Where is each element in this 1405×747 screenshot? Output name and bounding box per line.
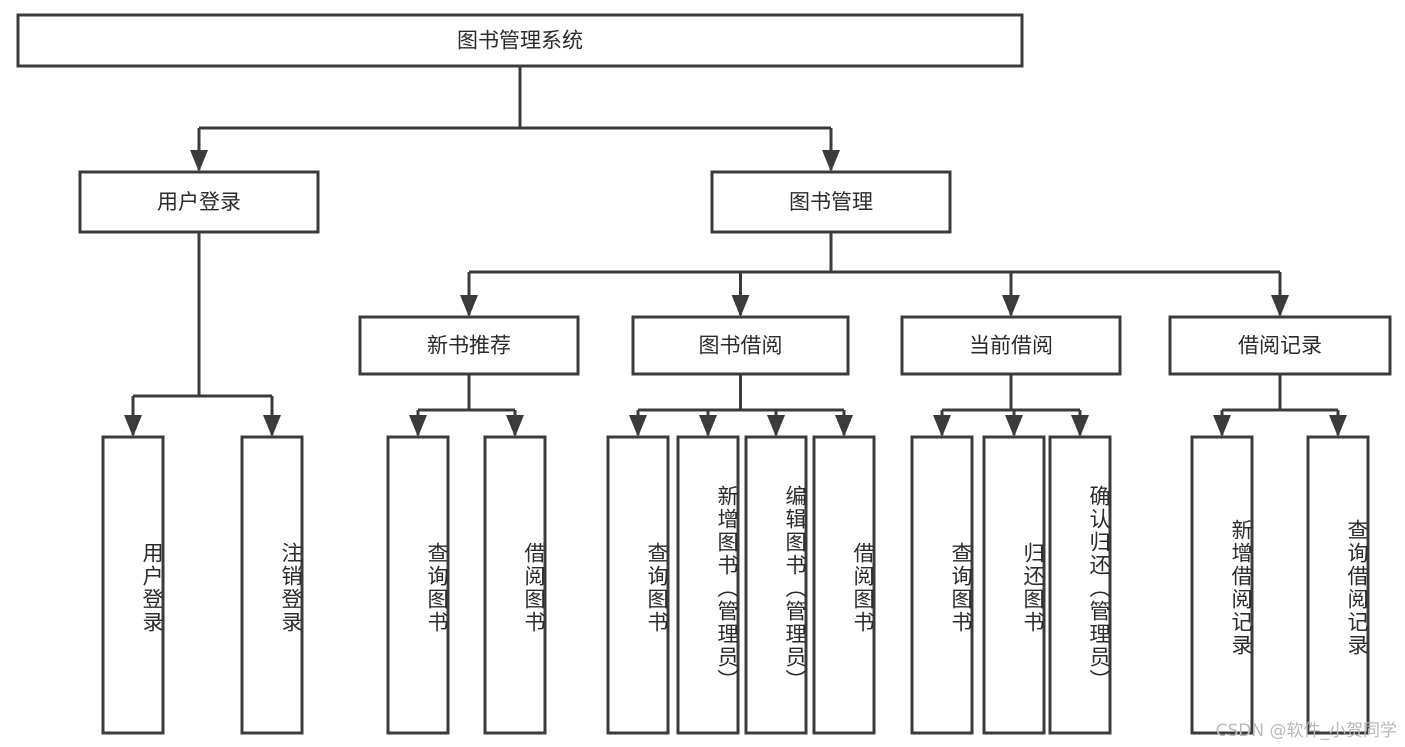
node-box-current-borrow[interactable]	[900, 315, 1122, 376]
node-box-leaf-add-book[interactable]	[676, 435, 740, 735]
node-box-leaf-query-book-cb[interactable]	[910, 435, 974, 735]
node-box-leaf-add-record[interactable]	[1190, 435, 1254, 735]
conn-book-borrow-leaves-arrow-0	[629, 415, 647, 437]
node-box-root[interactable]	[16, 13, 1024, 68]
conn-new-book-rec-leaves-arrow-0	[409, 415, 427, 437]
node-label-root: 图书管理系统	[457, 29, 583, 53]
conn-book-manage-arrow-2	[1002, 295, 1020, 317]
conn-current-borrow-leaves-arrow-1	[1005, 415, 1023, 437]
node-box-leaf-query-book-bw[interactable]	[606, 435, 670, 735]
node-box-leaf-return-book[interactable]	[982, 435, 1046, 735]
conn-book-manage-arrow-3	[1271, 295, 1289, 317]
conn-current-borrow-leaves-arrow-2	[1071, 415, 1089, 437]
conn-user-login-leaves-arrow-1	[263, 415, 281, 437]
node-box-leaf-user-login[interactable]	[101, 435, 165, 735]
node-box-leaf-edit-book[interactable]	[744, 435, 808, 735]
node-box-leaf-borrow-book-rec[interactable]	[483, 435, 547, 735]
conn-book-borrow-leaves-arrow-3	[835, 415, 853, 437]
node-box-layer	[16, 13, 1392, 735]
node-box-borrow-record[interactable]	[1168, 315, 1392, 376]
conn-book-manage-arrow-0	[460, 295, 478, 317]
conn-book-borrow-leaves-arrow-1	[699, 415, 717, 437]
node-box-new-book-rec[interactable]	[358, 315, 580, 376]
node-label-new-book-rec: 新书推荐	[427, 334, 511, 358]
conn-root-arrow-1	[822, 150, 840, 172]
node-label-book-borrow: 图书借阅	[699, 334, 783, 358]
conn-root-arrow-0	[190, 150, 208, 172]
node-label-current-borrow: 当前借阅	[969, 334, 1053, 358]
conn-book-manage-arrow-1	[731, 295, 750, 317]
node-label-borrow-record: 借阅记录	[1238, 334, 1322, 358]
watermark-text: CSDN @软件_小贺同学	[1215, 721, 1397, 741]
conn-user-login-leaves-arrow-0	[124, 415, 142, 437]
conn-current-borrow-leaves-arrow-0	[933, 415, 951, 437]
node-box-book-borrow[interactable]	[631, 315, 850, 376]
node-box-leaf-confirm-return[interactable]	[1048, 435, 1112, 735]
node-label-book-manage: 图书管理	[789, 190, 873, 214]
conn-new-book-rec-leaves-arrow-1	[506, 415, 524, 437]
node-label-user-login: 用户登录	[157, 190, 241, 214]
connector-layer	[124, 66, 1347, 437]
node-box-user-login[interactable]	[78, 170, 320, 234]
conn-book-borrow-leaves-arrow-2	[767, 415, 785, 437]
node-box-leaf-query-record[interactable]	[1306, 435, 1370, 735]
node-box-book-manage[interactable]	[710, 170, 952, 234]
node-box-leaf-borrow-book-bw[interactable]	[812, 435, 876, 735]
conn-borrow-record-leaves-arrow-1	[1329, 415, 1347, 437]
node-box-leaf-logout[interactable]	[240, 435, 304, 735]
node-box-leaf-query-book-rec[interactable]	[386, 435, 450, 735]
conn-borrow-record-leaves-arrow-0	[1213, 415, 1231, 437]
